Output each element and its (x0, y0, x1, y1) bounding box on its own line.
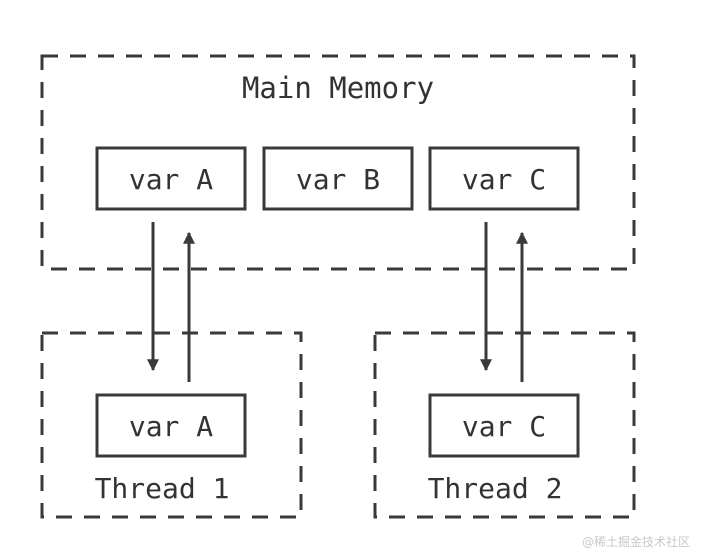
main-memory-title: Main Memory (242, 71, 434, 105)
thread-1-box (40, 331, 303, 519)
watermark: @稀土掘金技术社区 (581, 535, 690, 549)
thread-1-var-label: var A (129, 410, 213, 443)
main-var-b-box (262, 146, 414, 211)
thread-2-label: Thread 2 (428, 472, 563, 505)
thread-2-box (373, 331, 636, 519)
thread-2-var-label: var C (462, 410, 546, 443)
thread-1-var-box (95, 393, 247, 458)
main-var-c-label: var C (462, 163, 546, 196)
main-var-b-label: var B (296, 163, 380, 196)
main-memory-box (40, 54, 636, 271)
thread-1-label: Thread 1 (95, 472, 230, 505)
thread-2-var-box (428, 393, 580, 458)
main-var-a-box (95, 146, 247, 211)
main-var-a-label: var A (129, 163, 213, 196)
main-var-c-box (428, 146, 580, 211)
